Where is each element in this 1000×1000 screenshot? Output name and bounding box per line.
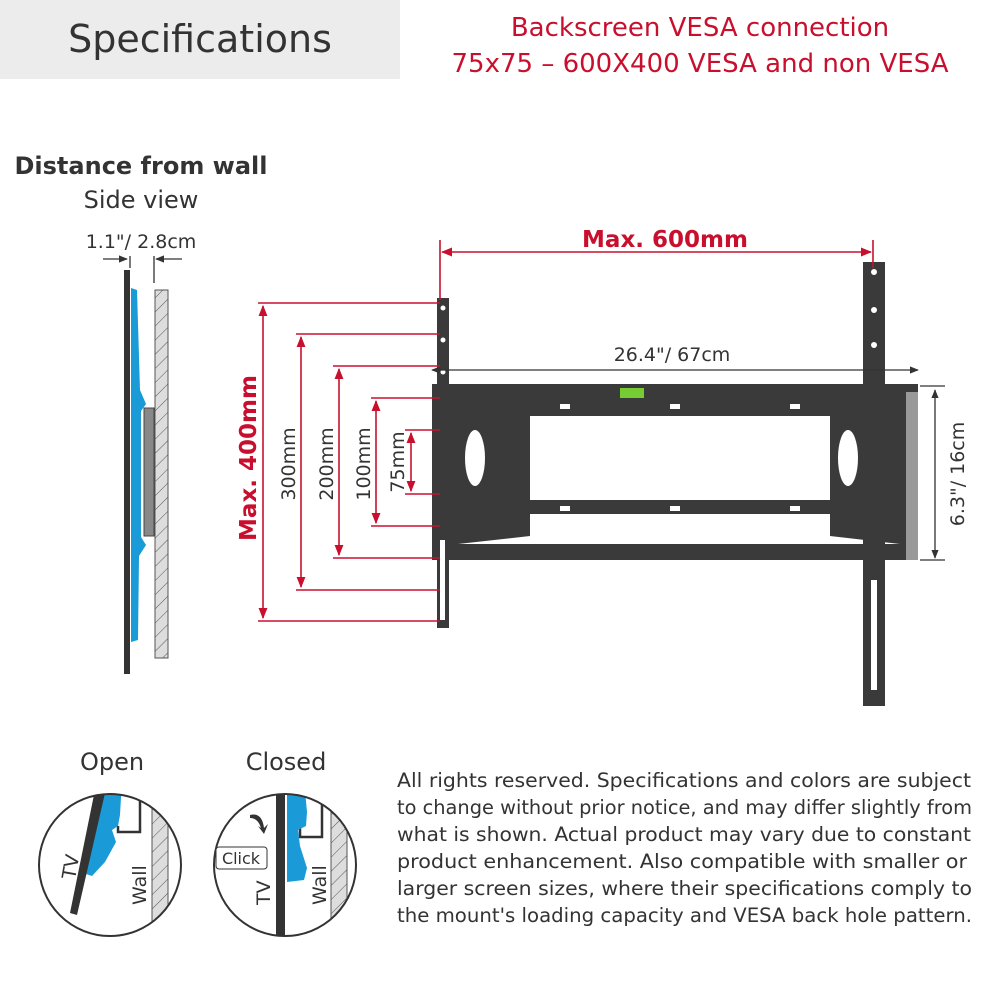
vesa-300-label: 300mm: [278, 427, 300, 500]
closed-label: Closed: [246, 748, 327, 776]
vesa-line-1: Backscreen VESA connection: [511, 13, 889, 43]
max-width-label: Max. 600mm: [582, 227, 748, 253]
click-badge: [215, 846, 268, 870]
disclaimer-line: to change without prior notice, and may …: [397, 796, 972, 819]
side-view-title: Distance from wall: [15, 152, 268, 180]
wall-distance-label: 1.1"/ 2.8cm: [86, 231, 197, 253]
closed-wall-label: Wall: [309, 865, 331, 905]
side-view-drawing: [103, 255, 182, 674]
disclaimer-line: All rights reserved. Specifications and …: [397, 769, 971, 792]
click-label: Click: [222, 849, 261, 868]
closed-detail-circle: Click TV Wall: [213, 793, 357, 937]
disclaimer: All rights reserved. Specifications and …: [397, 769, 972, 927]
wall-mount-drawing: [432, 262, 918, 706]
open-detail-circle: TV Wall: [38, 793, 182, 937]
side-view-subtitle: Side view: [84, 186, 199, 214]
vesa-100-label: 100mm: [353, 427, 375, 500]
disclaimer-line: what is shown. Actual product may vary d…: [397, 823, 971, 846]
vesa-75-label: 75mm: [387, 431, 409, 492]
max-height-label: Max. 400mm: [236, 375, 262, 541]
dimension-lines: [258, 240, 945, 622]
click-arrow-icon: [250, 814, 268, 834]
vesa-200-label: 200mm: [316, 427, 338, 500]
mount-height-label: 6.3"/ 16cm: [947, 422, 969, 527]
open-tv-label: TV: [58, 853, 84, 882]
page-title: Specifications: [68, 17, 332, 61]
open-label: Open: [80, 748, 144, 776]
closed-tv-label: TV: [253, 880, 275, 906]
mount-width-label: 26.4"/ 67cm: [614, 344, 731, 366]
disclaimer-line: product enhancement. Also compatible wit…: [397, 850, 968, 873]
open-wall-label: Wall: [129, 865, 151, 905]
header-background: [0, 0, 400, 79]
vesa-line-2: 75x75 – 600X400 VESA and non VESA: [452, 49, 949, 79]
disclaimer-line: larger screen sizes, where their specifi…: [397, 877, 972, 900]
disclaimer-line: the mount's loading capacity and VESA ba…: [397, 904, 972, 927]
